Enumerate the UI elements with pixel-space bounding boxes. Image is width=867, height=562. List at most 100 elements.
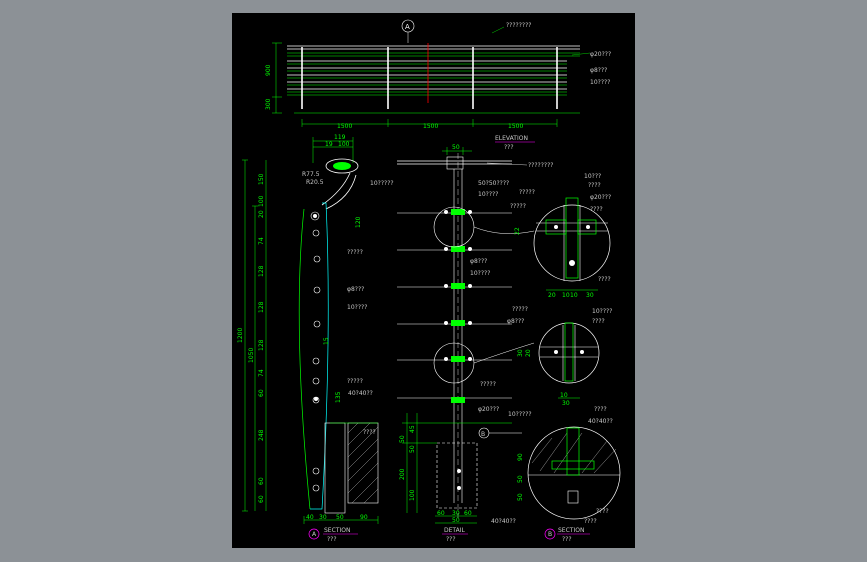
detail-note-3: 10???? [478, 191, 498, 198]
sa-dim-i-2: 20 [258, 210, 265, 218]
detail-note-5: ????? [510, 203, 526, 210]
sa-dim-i-4: 128 [258, 265, 265, 277]
sb-note-5: ???? [598, 276, 611, 283]
sa-note-7: 10???? [347, 304, 367, 311]
sb-dim-3: 10 [570, 292, 578, 299]
detail-dim-b-4: 50 [452, 517, 460, 524]
sa-handrail-core [333, 162, 351, 170]
elev-note-1: φ20??? [590, 51, 611, 58]
sb-marker: B [548, 531, 552, 538]
sa-dim-top-3: 100 [338, 141, 350, 148]
elev-top-note: ???????? [506, 22, 531, 29]
sa-dim-i-8: 60 [258, 389, 265, 397]
detail-note-7: 10???? [470, 270, 490, 277]
sa-dim-top-2: 19 [325, 141, 333, 148]
detail-note-2: 50?50???? [478, 180, 509, 187]
detail-dim-top: 50 [452, 144, 460, 151]
sa-note-12: 135 [335, 391, 342, 403]
detail-dim-b-3: 60 [464, 510, 472, 517]
sb-dim-6: 10 [560, 392, 568, 399]
sb-note-1: 10??? [584, 173, 601, 180]
detail-note-6: φ8??? [470, 258, 487, 265]
sa-dim-i-5: 128 [258, 301, 265, 313]
sa-marker-circle [308, 528, 320, 540]
sb-note-6: 10???? [592, 308, 612, 315]
sa-marker: A [312, 531, 317, 538]
sb-note-2: ???? [588, 182, 601, 189]
sb-dim-12: 50 [517, 493, 524, 501]
detail-subtitle: ??? [446, 536, 456, 543]
detail-note-1: ???????? [528, 162, 553, 169]
detail-note-8: ????? [512, 306, 528, 313]
sa-dim-b-4: 90 [360, 514, 368, 521]
elevation-title: ELEVATION [495, 135, 528, 142]
section-a-title: SECTION [324, 527, 350, 534]
sa-note-11: 15 [323, 337, 330, 345]
sa-dim-b-2: 30 [319, 514, 327, 521]
cad-drawing: 1500 1500 1500 900 300 A ???????? φ20???… [237, 19, 621, 543]
elevation-marker: A [405, 23, 410, 31]
sa-note-5: ????? [347, 249, 363, 256]
sb-dim-4: 30 [586, 292, 594, 299]
detail-dim-l-1: 50 [399, 435, 406, 443]
sa-note-r77: R77.5 [302, 171, 320, 178]
sb-dim-9: 20 [525, 349, 532, 357]
sb-dim-11: 90 [517, 453, 524, 461]
section-a-view: 119 19 100 [237, 134, 394, 543]
detail-dim-l-5: 50 [409, 445, 416, 453]
detail-note-9: φ8??? [507, 318, 524, 325]
sb-note-9: 40?40?? [588, 418, 613, 425]
sa-dim-1200: 1200 [237, 328, 244, 343]
sa-dim-b-1: 40 [306, 514, 314, 521]
detail-marker: B [481, 431, 485, 438]
section-b-title: SECTION [558, 527, 584, 534]
sa-dim-i-3: 74 [258, 237, 265, 245]
sa-dim-1050: 1050 [248, 348, 255, 363]
sa-note-r20: R20.5 [306, 179, 324, 186]
sb-marker-circle [544, 528, 556, 540]
sa-dim-i-10: 60 [258, 477, 265, 485]
elev-dim-2: 1500 [423, 123, 438, 130]
detail-title: DETAIL [444, 527, 465, 534]
elev-note-2: φ8??? [590, 67, 607, 74]
sa-dim-i-7: 74 [258, 369, 265, 377]
elev-dim-300: 300 [265, 98, 272, 110]
elev-dim-3: 1500 [508, 123, 523, 130]
detail-note-11: φ20??? [478, 406, 499, 413]
sb-note-7: ???? [592, 318, 605, 325]
sb-note-4: ???? [590, 206, 603, 213]
sb-note-10: ???? [596, 508, 609, 515]
sb-note-3: φ20??? [590, 194, 611, 201]
sa-note-8: ????? [347, 378, 363, 385]
elev-dim-1: 1500 [337, 123, 352, 130]
sa-dim-i-6: 128 [258, 339, 265, 351]
elev-dim-900: 900 [265, 64, 272, 76]
elev-note-3: 10???? [590, 79, 610, 86]
sa-note-6: φ8??? [347, 286, 364, 293]
sb-dim-2: 10 [562, 292, 570, 299]
drawing-sheet: 1500 1500 1500 900 300 A ???????? φ20???… [232, 13, 635, 548]
sb-dim-7: 30 [562, 400, 570, 407]
sb-note-11: ???? [584, 518, 597, 525]
section-a-subtitle: ??? [327, 536, 337, 543]
sa-dim-top-1: 119 [334, 134, 346, 141]
elevation-subtitle: ??? [504, 144, 514, 151]
sa-note-120: 120 [355, 216, 362, 228]
detail-note-12: 10????? [508, 411, 532, 418]
detail-note-10: ????? [480, 381, 496, 388]
detail-dim-l-4: 45 [409, 425, 416, 433]
sb-note-8: ???? [594, 406, 607, 413]
detail-note-13: 40?40?? [491, 518, 516, 525]
elevation-view: 1500 1500 1500 900 300 A ???????? φ20???… [265, 19, 611, 151]
sa-note-3: 10????? [370, 180, 394, 187]
sb-dim-8: 30 [517, 349, 524, 357]
sa-handrail [325, 158, 359, 174]
detail-dim-b-2: 30 [452, 510, 460, 517]
detail-note-4: ????? [519, 189, 535, 196]
detail-dim-l-2: 200 [399, 468, 406, 480]
detail-dim-l-3: 100 [409, 489, 416, 501]
sa-note-9: 40?40?? [348, 390, 373, 397]
sa-dim-i-11: 60 [258, 495, 265, 503]
sb-dim-1: 20 [548, 292, 556, 299]
section-b-subtitle: ??? [562, 536, 572, 543]
